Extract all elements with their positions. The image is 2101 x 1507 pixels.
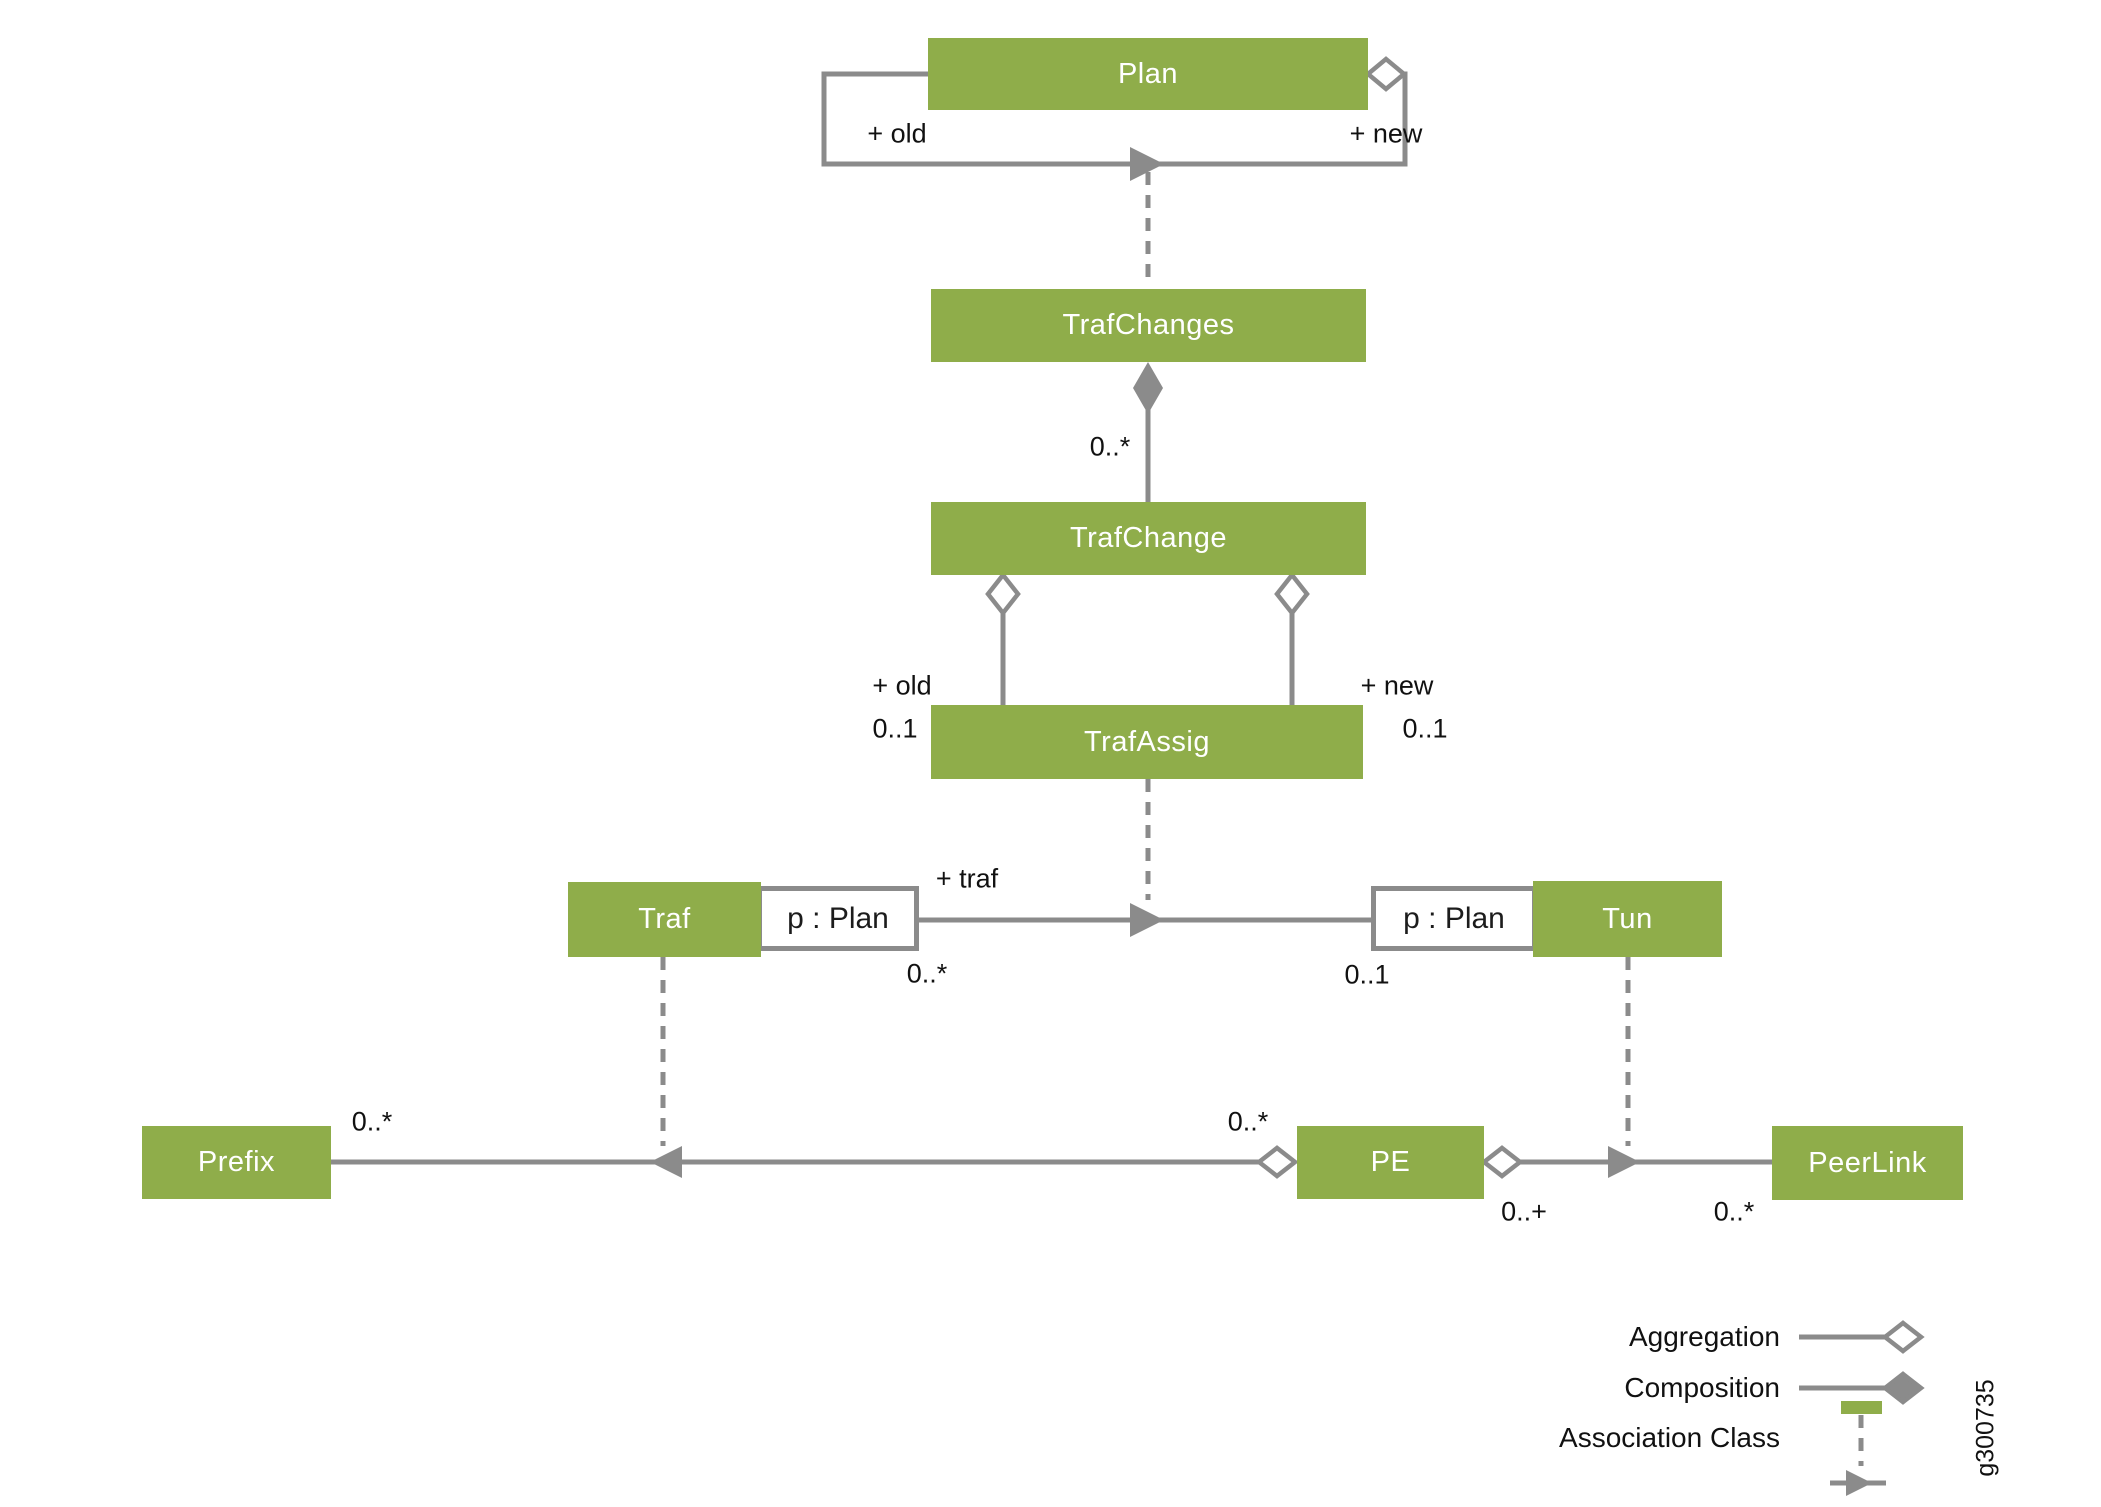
legend-association-class-arrow-icon	[1846, 1470, 1872, 1496]
legend-label-association-class: Association Class	[1559, 1422, 1780, 1453]
tun-attribute-box: p : Plan	[1371, 886, 1537, 951]
class-box-trafassig: TrafAssig	[931, 705, 1363, 779]
pe-prefix-aggregation-diamond-icon	[1255, 1145, 1299, 1179]
traf-attribute-box: p : Plan	[757, 886, 919, 951]
class-box-traf: Traf	[568, 882, 761, 957]
plan-association-arrow-icon	[1130, 147, 1164, 181]
pe-peerlink-aggregation-diamond-icon	[1480, 1145, 1524, 1179]
multiplicity-trafchange: 0..*	[1089, 431, 1131, 462]
class-box-peerlink: PeerLink	[1772, 1126, 1963, 1200]
legend-label-aggregation: Aggregation	[1628, 1321, 1780, 1352]
trafchange-old-aggregation-diamond-icon	[985, 571, 1021, 617]
legend-composition-diamond-icon	[1881, 1371, 1925, 1405]
class-box-pe: PE	[1297, 1126, 1484, 1199]
prefix-pe-association-arrow-icon	[650, 1146, 682, 1178]
multiplicity-traf: 0..*	[906, 958, 948, 989]
pe-peerlink-association-arrow-icon	[1608, 1146, 1640, 1178]
class-box-trafchange: TrafChange	[931, 502, 1366, 575]
role-label-plan-new: + new	[1349, 118, 1423, 149]
legend-association-class-swatch	[1841, 1401, 1882, 1414]
traf-tun-association-arrow-icon	[1130, 903, 1164, 937]
class-box-prefix: Prefix	[142, 1126, 331, 1199]
class-box-tun: Tun	[1533, 881, 1722, 957]
role-label-new: + new	[1360, 670, 1434, 701]
multiplicity-new: 0..1	[1402, 713, 1448, 744]
multiplicity-prefix: 0..*	[351, 1106, 393, 1137]
role-label-old: + old	[872, 670, 932, 701]
class-box-plan: Plan	[928, 38, 1368, 110]
legend-label-composition: Composition	[1624, 1372, 1780, 1403]
role-label-traf: + traf	[935, 863, 999, 894]
multiplicity-old: 0..1	[872, 713, 918, 744]
class-box-trafchanges: TrafChanges	[931, 289, 1366, 362]
multiplicity-tun: 0..1	[1344, 959, 1390, 990]
multiplicity-pe-left: 0..*	[1227, 1106, 1269, 1137]
composition-diamond-icon	[1133, 362, 1163, 414]
multiplicity-peerlink: 0..*	[1713, 1196, 1755, 1227]
plan-aggregation-diamond-icon	[1364, 56, 1408, 92]
figure-id: g300735	[1971, 1379, 2000, 1477]
multiplicity-pe-right: 0..+	[1501, 1196, 1547, 1227]
trafchange-new-aggregation-diamond-icon	[1274, 571, 1310, 617]
legend-aggregation-diamond-icon	[1881, 1320, 1925, 1354]
role-label-plan-old: + old	[867, 118, 927, 149]
